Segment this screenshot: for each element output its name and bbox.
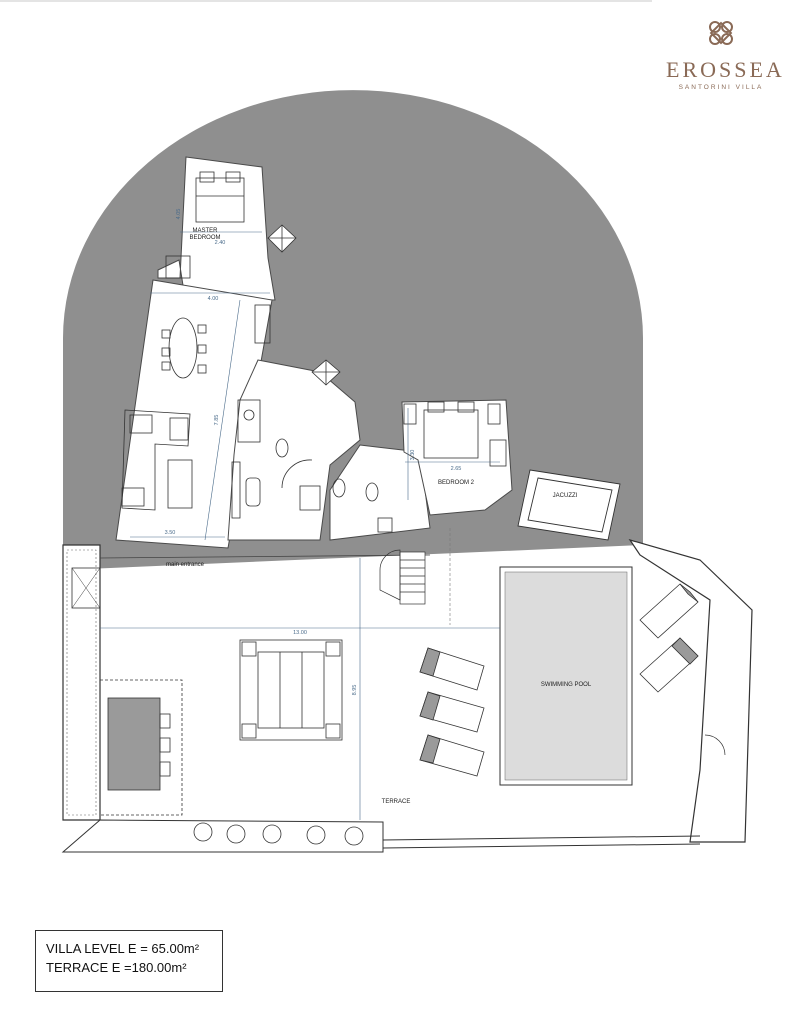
brand-name: EROSSEA: [666, 57, 785, 82]
outdoor-dining: [99, 679, 183, 816]
dim-bedroom2-width: 2.65: [451, 466, 462, 472]
jacuzzi-label: JACUZZI: [553, 493, 578, 499]
main-entrance-label: main entrance: [166, 562, 205, 568]
bedroom2-bed: [403, 401, 507, 467]
dim-living-depth: 7.85: [214, 415, 220, 426]
dim-living-width-top: 4.00: [208, 296, 219, 302]
villa-area: VILLA LEVEL E = 65.00m²: [46, 941, 200, 956]
bedroom2-label: BEDROOM 2: [438, 480, 475, 486]
dim-terrace-width: 13.00: [293, 630, 307, 636]
outdoor-lounge: [239, 639, 343, 741]
area-summary-box: VILLA LEVEL E = 65.00m² TERRACE E =180.0…: [35, 930, 223, 992]
sun-loungers: [419, 583, 699, 777]
brand-tagline: SANTORINI VILLA: [678, 84, 764, 91]
living-side-unit: [254, 304, 271, 344]
brand-logo: EROSSEA SANTORINI VILLA: [666, 18, 785, 91]
planters: [193, 822, 364, 846]
knot-logo-icon: [709, 21, 733, 45]
master-bed: [195, 171, 245, 223]
terrace-label: TERRACE: [382, 799, 411, 805]
swimming-pool: [499, 566, 633, 786]
terrace-walls: [61, 538, 753, 853]
dim-bedroom2-depth: 3.30: [410, 450, 416, 461]
jacuzzi: [517, 469, 621, 541]
bathroom-fixtures: [231, 399, 393, 533]
dining-table: [161, 317, 207, 379]
stairs: [379, 549, 426, 605]
dim-master-depth: 4.05: [176, 209, 182, 220]
swimming-pool-label: SWIMMING POOL: [541, 682, 592, 688]
dimension-lines: [100, 231, 500, 820]
terrace-area: TERRACE E =180.00m²: [46, 960, 187, 975]
living-sofa: [121, 409, 193, 511]
dim-master-width: 2.40: [215, 240, 226, 246]
dim-terrace-depth: 8.95: [352, 685, 358, 696]
dim-living-width-bottom: 3.50: [165, 530, 176, 536]
skylight-symbols: [267, 224, 341, 386]
desk: [165, 255, 191, 279]
